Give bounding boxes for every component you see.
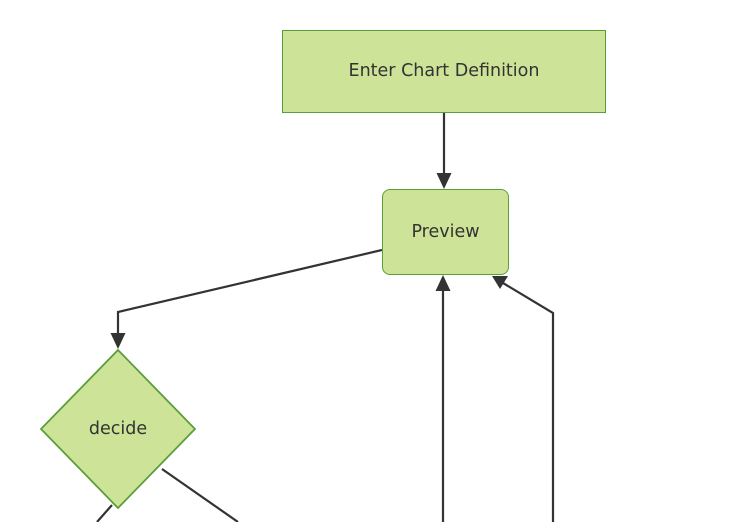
node-preview[interactable]: Preview	[382, 189, 509, 275]
node-label-preview: Preview	[411, 221, 480, 242]
edge-decide-to-lower-left	[96, 504, 113, 522]
node-label-enter-chart-definition: Enter Chart Definition	[348, 61, 540, 81]
diamond-shape	[40, 349, 196, 509]
edge-return-angled-to-preview	[492, 276, 555, 522]
edge-decide-to-lower-right	[161, 468, 239, 522]
node-enter-chart-definition[interactable]: Enter Chart Definition	[282, 30, 606, 113]
node-decide[interactable]: decide	[40, 349, 196, 509]
edge-return-vertical-to-preview	[435, 275, 451, 522]
edge-enter-chart-definition-to-preview	[436, 113, 452, 189]
edge-preview-to-decide	[110, 248, 383, 349]
